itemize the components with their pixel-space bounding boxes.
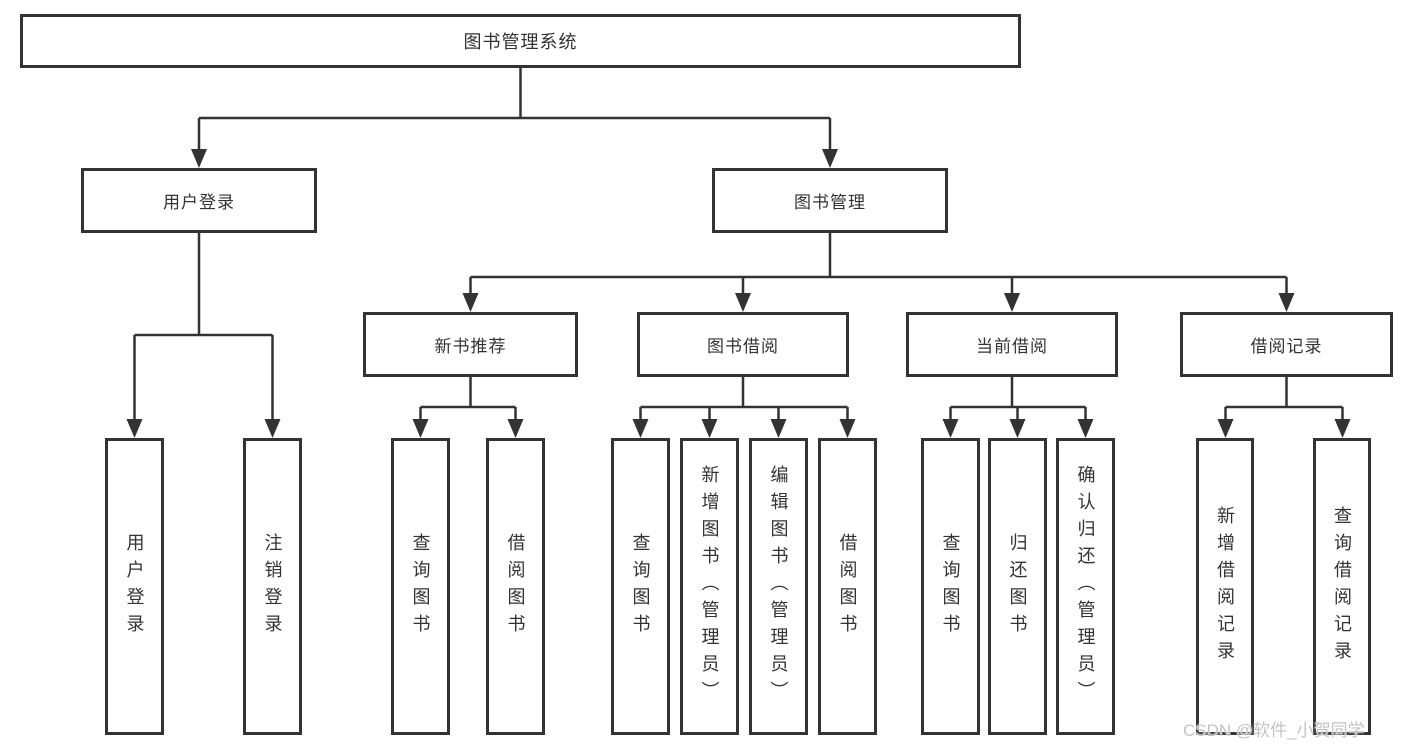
leaf-logout: 注销登录	[243, 438, 302, 735]
leaf-borrow-books: 借阅图书	[818, 438, 877, 735]
leaf-return-books: 归还图书	[988, 438, 1047, 735]
node-book-borrowing: 图书借阅	[637, 312, 849, 377]
csdn-watermark: CSDN @软件_小贺同学	[1183, 721, 1365, 740]
leaf-add-borrow-record: 新增借阅记录	[1196, 438, 1254, 735]
node-label: 新书推荐	[434, 337, 507, 356]
leaf-borrow-books-recommend: 借阅图书	[486, 438, 545, 735]
node-label: 图书管理系统	[463, 32, 578, 52]
node-label: 注销登录	[262, 532, 283, 641]
leaf-confirm-return-admin: 确认归还（管理员）	[1056, 438, 1115, 735]
node-label: 查询图书	[940, 532, 961, 641]
leaf-edit-books-admin: 编辑图书（管理员）	[749, 438, 808, 735]
node-current-borrowing: 当前借阅	[906, 312, 1118, 377]
node-label: 图书借阅	[707, 337, 779, 356]
node-label: 查询借阅记录	[1332, 505, 1352, 668]
leaf-query-borrow-record: 查询借阅记录	[1313, 438, 1371, 735]
node-label: 图书管理	[794, 193, 866, 212]
node-new-book-recommendation: 新书推荐	[363, 312, 578, 377]
leaf-query-books-current: 查询图书	[921, 438, 980, 735]
node-library-management-system: 图书管理系统	[20, 14, 1021, 68]
node-label: 当前借阅	[976, 337, 1048, 356]
node-label: 用户登录	[124, 532, 145, 641]
node-label: 归还图书	[1007, 532, 1028, 641]
node-label: 新增图书（管理员）	[699, 465, 720, 708]
node-label: 用户登录	[163, 193, 235, 212]
leaf-add-books-admin: 新增图书（管理员）	[680, 438, 739, 735]
leaf-user-login: 用户登录	[105, 438, 164, 735]
leaf-query-books-borrowing: 查询图书	[611, 438, 670, 735]
node-borrowing-records: 借阅记录	[1180, 312, 1393, 377]
node-user-login: 用户登录	[81, 168, 317, 233]
leaf-query-books-recommend: 查询图书	[391, 438, 450, 735]
node-label: 借阅记录	[1250, 337, 1323, 356]
node-label: 确认归还（管理员）	[1075, 465, 1096, 708]
node-book-management: 图书管理	[712, 168, 948, 233]
node-label: 编辑图书（管理员）	[768, 465, 789, 708]
node-label: 查询图书	[630, 532, 651, 641]
node-label: 新增借阅记录	[1215, 505, 1235, 668]
node-label: 借阅图书	[837, 532, 858, 641]
node-label: 查询图书	[410, 532, 431, 641]
node-label: 借阅图书	[505, 532, 526, 641]
